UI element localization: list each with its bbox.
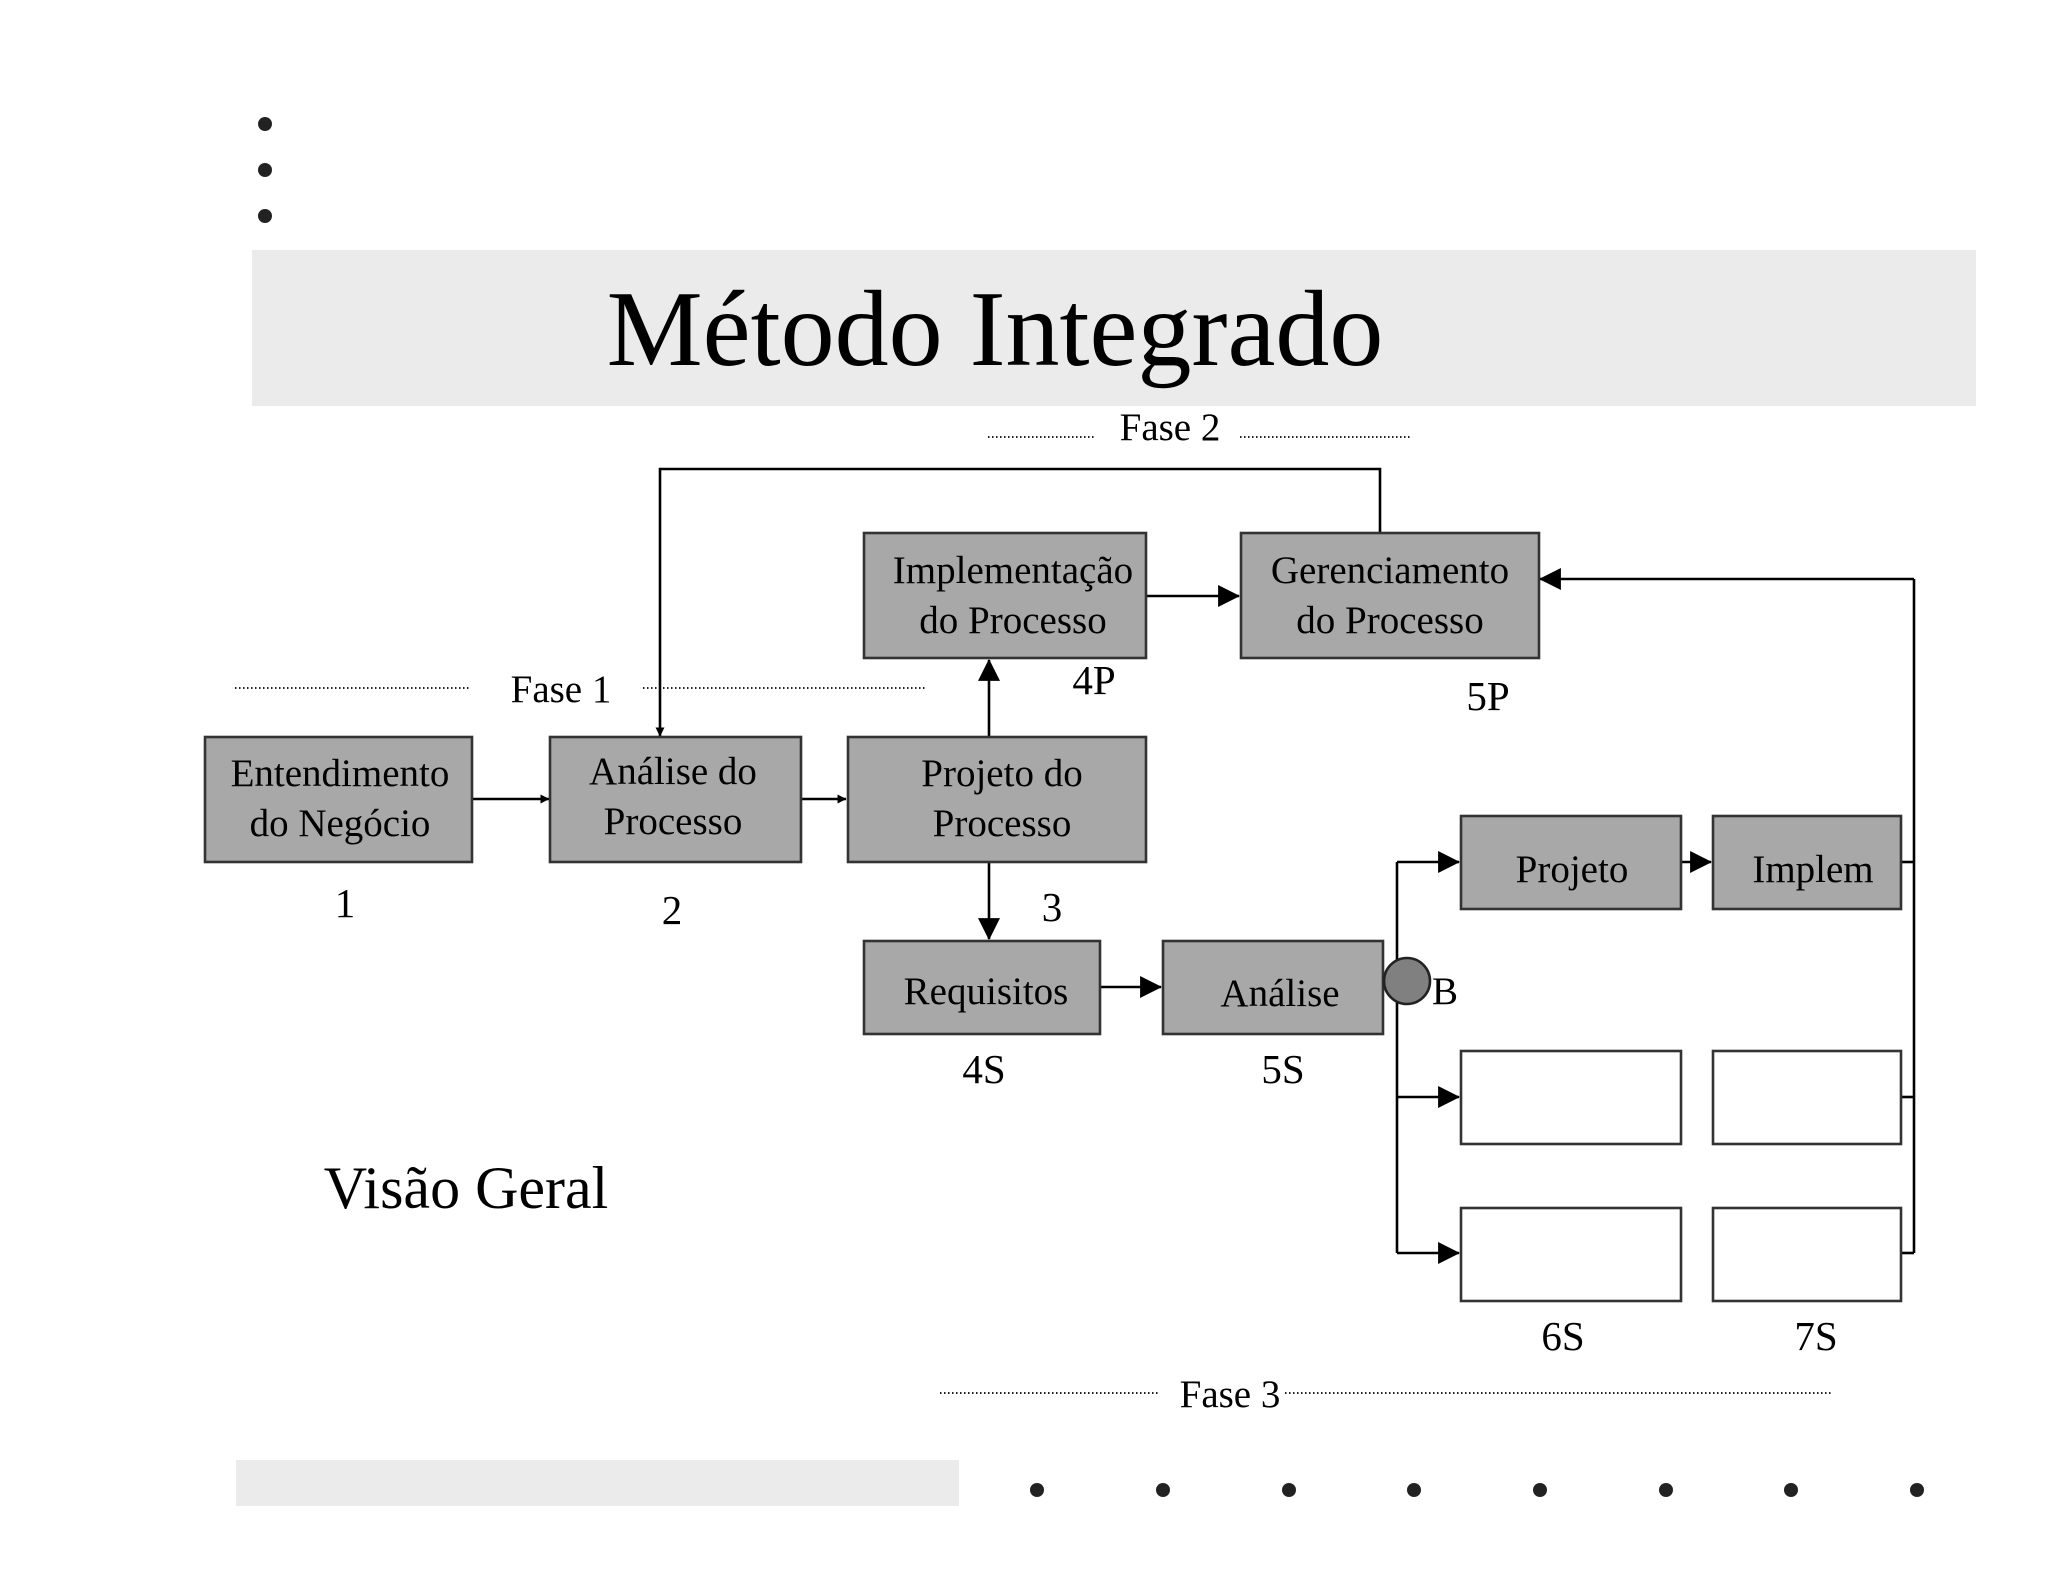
fase2-label-group: Fase 2 xyxy=(988,406,1410,449)
decorative-bullets-top xyxy=(258,117,272,223)
box-requisitos-label: Requisitos xyxy=(904,970,1069,1013)
box-projeto-processo-line2: Processo xyxy=(933,802,1072,845)
box-analise-label: Análise xyxy=(1220,972,1339,1015)
box-projeto-processo: Projeto do Processo xyxy=(846,735,1148,864)
box-analise-processo-line1: Análise do xyxy=(589,750,757,793)
box-analise-processo-line2: Processo xyxy=(604,800,743,843)
box-implem: Implem xyxy=(1711,814,1903,911)
box-analise-processo: Análise do Processo xyxy=(548,735,803,864)
box-implem-number: 7S xyxy=(1794,1313,1837,1359)
fase3-label-group: Fase 3 xyxy=(940,1373,1832,1416)
box-analise-number: 5S xyxy=(1261,1046,1304,1092)
subtitle: Visão Geral xyxy=(324,1155,609,1221)
box-analise-processo-number: 2 xyxy=(662,887,683,933)
box-implementacao-line2: do Processo xyxy=(919,599,1106,642)
fase2-label: Fase 2 xyxy=(1120,406,1221,449)
box-projeto: Projeto xyxy=(1459,814,1683,911)
page-title: Método Integrado xyxy=(607,270,1384,389)
branch-node xyxy=(1382,956,1432,1006)
box-gerenciamento-line1: Gerenciamento xyxy=(1271,549,1509,592)
box-entendimento-line2: do Negócio xyxy=(250,802,431,845)
box-projeto-processo-number: 3 xyxy=(1042,884,1063,930)
box-gerenciamento-number: 5P xyxy=(1466,673,1509,719)
fase1-label: Fase 1 xyxy=(511,668,612,711)
box-projeto-number: 6S xyxy=(1541,1313,1584,1359)
connectors xyxy=(472,467,1916,1264)
box-projeto-label: Projeto xyxy=(1516,848,1629,891)
box-implem-label: Implem xyxy=(1752,848,1873,891)
box-entendimento: Entendimento do Negócio xyxy=(203,735,474,864)
box-empty-row3-right xyxy=(1711,1206,1903,1303)
fase1-label-group: Fase 1 xyxy=(235,668,925,711)
box-implementacao-line1: Implementação xyxy=(893,549,1133,592)
box-requisitos: Requisitos xyxy=(862,939,1102,1036)
branch-label: B xyxy=(1432,970,1458,1013)
box-projeto-processo-line1: Projeto do xyxy=(921,752,1082,795)
box-entendimento-number: 1 xyxy=(335,880,356,926)
box-implementacao-number: 4P xyxy=(1072,657,1115,703)
box-requisitos-number: 4S xyxy=(962,1046,1005,1092)
box-empty-row3-left xyxy=(1459,1206,1683,1303)
box-implementacao: Implementação do Processo xyxy=(862,531,1148,660)
box-analise: Análise xyxy=(1161,939,1385,1036)
fase3-label: Fase 3 xyxy=(1180,1373,1281,1416)
box-gerenciamento-line2: do Processo xyxy=(1296,599,1483,642)
box-empty-row2-left xyxy=(1459,1049,1683,1146)
box-empty-row2-right xyxy=(1711,1049,1903,1146)
box-gerenciamento: Gerenciamento do Processo xyxy=(1239,531,1541,660)
bottom-band xyxy=(236,1460,959,1506)
decorative-bullets-bottom xyxy=(1030,1483,1924,1497)
title-band xyxy=(252,250,1976,406)
box-entendimento-line1: Entendimento xyxy=(231,752,450,795)
arrow-feedback-to-analise xyxy=(655,467,1382,737)
